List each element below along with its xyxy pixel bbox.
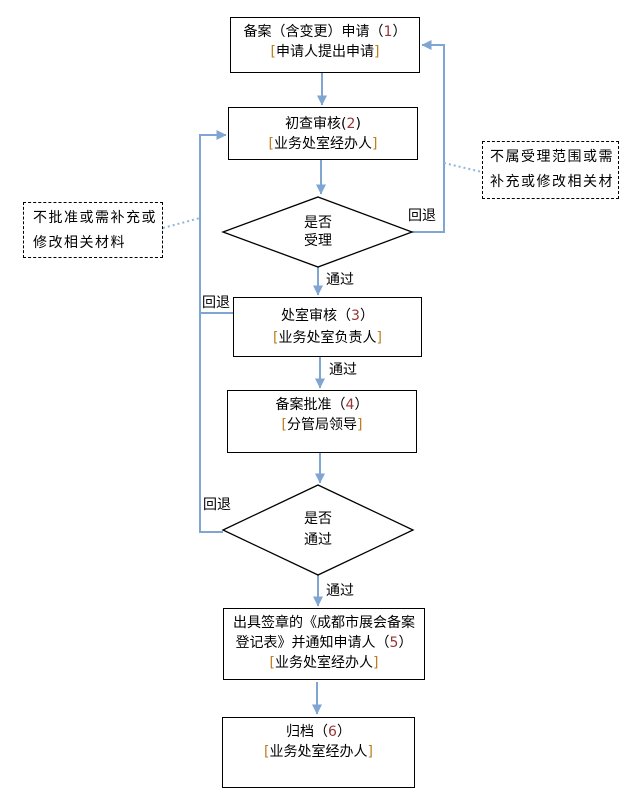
node-archive: 归档（6） [业务处室经办人] [222, 717, 415, 788]
bracket: [ [281, 417, 287, 433]
bracket: ] [376, 330, 382, 346]
bracket: [ [270, 44, 276, 60]
role-text: 业务处室经办人 [269, 744, 368, 760]
bracket: [ [268, 136, 274, 152]
bracket: [ [269, 655, 275, 671]
title-text: 登记表》并通知申请人（ [235, 635, 390, 651]
role-text: 业务处室负责人 [278, 330, 377, 346]
title-text: ） [359, 308, 374, 324]
note-text: 补充或修改相关材 [490, 174, 614, 190]
decision-text: 是否 [304, 215, 332, 231]
title-text: ） [336, 724, 351, 740]
node-role: [业务处室经办人] [224, 653, 424, 673]
title-text: 备案（含变更）申请（ [243, 24, 384, 40]
node-issue-certificate: 出具签章的《成都市展会备案 登记表》并通知申请人（5） [业务处室经办人] [223, 608, 425, 680]
node-role: [业务处室经办人] [229, 134, 417, 154]
feedback-line-left [199, 130, 227, 533]
step-number: 6 [328, 724, 337, 740]
title-text: 归档（ [286, 724, 329, 740]
step-number: 2 [346, 116, 356, 132]
bracket: ] [372, 136, 378, 152]
step-number: 1 [383, 24, 393, 40]
decision1-label: 是否 受理 [288, 214, 348, 250]
dotted-link-right-note [443, 162, 483, 173]
edge-label-pass-3: 通过 [326, 583, 354, 599]
step-number: 5 [389, 635, 399, 651]
note-right: 不属受理范围或需 补充或修改相关材 [482, 141, 619, 199]
node-title: 初查审核(2) [229, 114, 417, 134]
title-text: ） [398, 635, 413, 651]
title-text: ） [354, 397, 369, 413]
node-role: [申请人提出申请] [231, 42, 419, 62]
role-text: 业务处室经办人 [275, 655, 373, 671]
node-title: 归档（6） [223, 722, 414, 742]
decision-text: 是否 [304, 511, 332, 527]
title-text: 处室审核（ [281, 308, 352, 324]
edge-label-pass-1: 通过 [326, 272, 354, 288]
role-text: 业务处室经办人 [274, 136, 372, 152]
role-text: 分管局领导 [287, 417, 357, 433]
edge-label-back-3: 回退 [203, 497, 231, 513]
node-title-line2: 登记表》并通知申请人（5） [224, 633, 424, 653]
title-text: 出具签章的《成都市展会备案 [233, 615, 415, 631]
edge-label-pass-2: 通过 [329, 362, 357, 378]
bracket: ] [357, 417, 363, 433]
decision-text: 通过 [304, 532, 332, 548]
node-role: [业务处室负责人] [234, 327, 421, 349]
feedback-line-right [412, 40, 445, 233]
note-text: 不属受理范围或需 [490, 149, 614, 165]
note-text: 不批准或需补充或 [33, 210, 157, 226]
node-title: 备案（含变更）申请（1） [231, 22, 419, 42]
bracket: [ [264, 744, 270, 760]
note-left: 不批准或需补充或 修改相关材料 [23, 202, 163, 258]
edge-label-back-2: 回退 [202, 295, 230, 311]
title-text: 备案批准（ [275, 397, 346, 413]
node-dept-review: 处室审核（3） [业务处室负责人] [233, 297, 422, 357]
node-title-line1: 出具签章的《成都市展会备案 [224, 613, 424, 633]
bracket: [ [273, 330, 279, 346]
title-text: ) [355, 116, 361, 132]
note-text: 修改相关材料 [33, 235, 126, 251]
node-title: 备案批准（4） [228, 395, 416, 415]
title-text: 初查审核( [285, 116, 347, 132]
role-text: 申请人提出申请 [276, 44, 374, 60]
decision-text: 受理 [304, 233, 332, 249]
node-initial-review: 初查审核(2) [业务处室经办人] [228, 107, 418, 160]
edge-label-back-1: 回退 [408, 208, 436, 224]
decision1-diamond [221, 196, 414, 268]
bracket: ] [373, 655, 379, 671]
bracket: ] [367, 744, 373, 760]
step-number: 3 [351, 308, 360, 324]
node-title: 处室审核（3） [234, 305, 421, 327]
node-record-approval: 备案批准（4） [分管局领导] [227, 390, 417, 453]
bracket: ] [374, 44, 380, 60]
title-text: ） [392, 24, 407, 40]
decision2-label: 是否 通过 [288, 509, 348, 551]
step-number: 4 [345, 397, 355, 413]
dotted-link-left-note [162, 217, 201, 229]
node-application: 备案（含变更）申请（1） [申请人提出申请] [230, 17, 420, 73]
decision2-diamond [221, 484, 415, 576]
node-role: [业务处室经办人] [223, 742, 414, 762]
node-role: [分管局领导] [228, 415, 416, 435]
